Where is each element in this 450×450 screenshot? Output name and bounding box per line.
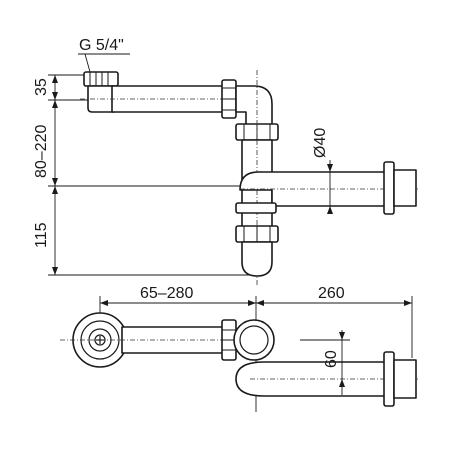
top-outlet-pipe — [235, 351, 420, 407]
dimension-80-220-label: 80–220 — [33, 125, 50, 178]
vertical-dimension-lines — [48, 53, 250, 276]
dimension-260-label: 260 — [318, 285, 345, 302]
dimension-65-280-label: 65–280 — [140, 285, 193, 302]
thread-label: G 5/4" — [79, 37, 124, 54]
trap-cup — [241, 241, 273, 277]
diameter-dimension — [327, 160, 333, 214]
dimension-60-label: 60 — [323, 350, 340, 368]
front-view: G 5/4" 35 80–220 115 Ø40 — [33, 37, 420, 285]
top-arm — [60, 319, 270, 361]
top-view: 65–280 260 60 — [60, 285, 420, 412]
elbow-fitting — [221, 79, 273, 127]
diameter-40-label: Ø40 — [312, 128, 329, 158]
lower-coupling-nut — [235, 225, 279, 243]
dimension-115-label: 115 — [33, 222, 50, 248]
top-trap-body — [233, 319, 275, 361]
offset-dimension — [300, 330, 350, 395]
dimension-35-label: 35 — [33, 78, 50, 96]
